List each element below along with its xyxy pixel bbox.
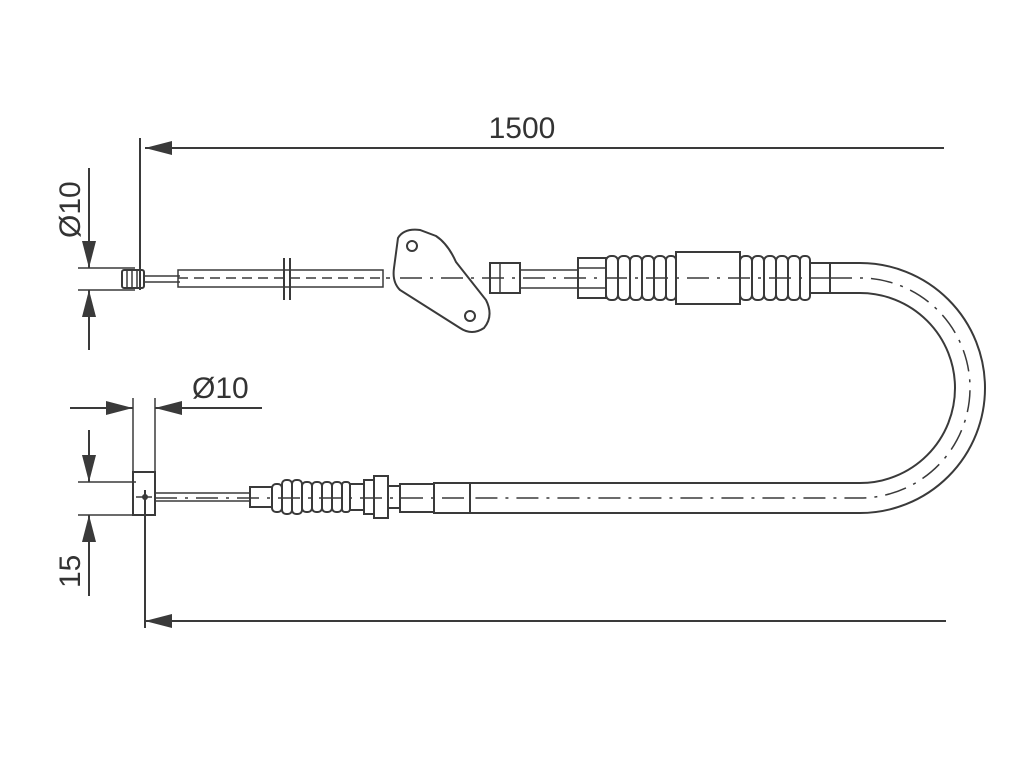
bottom-cable-end [132,471,471,519]
bottom-diam-arrow-left [155,401,182,415]
bottom-nut-left [349,483,365,511]
bottom-length-dimension [144,490,946,628]
bottom-bellows [271,479,351,515]
bottom-diam-arrow-right [106,401,133,415]
bottom-collar [373,475,389,519]
height-arrow-up [82,515,96,542]
top-diameter-label: Ø10 [54,181,87,238]
cable-conduit [470,262,986,514]
bottom-arrow-left [145,614,172,628]
length-label: 1500 [489,112,556,145]
length-arrow-left [145,141,172,155]
top-cable-end [121,228,831,333]
conduit-inner-edge [470,292,956,484]
bottom-height-label: 15 [54,555,87,588]
conduit-centerline [470,277,971,499]
bottom-nipple [249,486,273,508]
bottom-diameter-label: Ø10 [192,372,249,405]
top-end-nipple [121,269,145,289]
top-diam-arrow-up [82,290,96,317]
conduit-outer-edge [470,262,986,514]
bottom-height-dimension: 15 [54,430,136,596]
bracket-hole-upper [406,240,418,252]
height-arrow-down [82,455,96,482]
mounting-bracket [392,228,491,333]
bottom-flange [363,479,375,515]
top-diameter-dimension: Ø10 [54,168,135,350]
top-diam-arrow-down [82,241,96,268]
length-dimension: 1500 [139,112,944,290]
bottom-diameter-dimension: Ø10 [70,372,262,482]
bracket-hole-lower [464,310,476,322]
